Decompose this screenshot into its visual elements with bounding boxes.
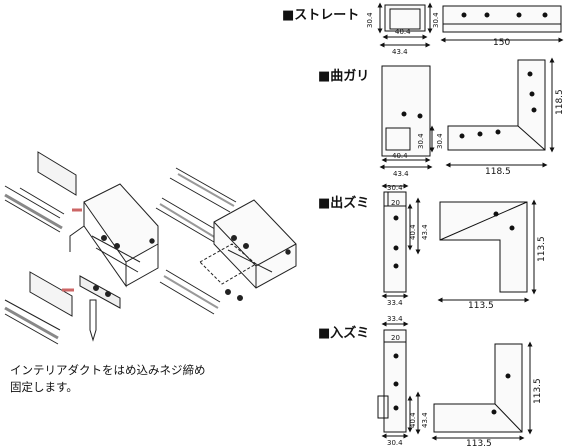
installation-illustration-right xyxy=(155,167,297,315)
inside-corner-diagram xyxy=(377,321,533,441)
inside-bottom-label: 30.4 xyxy=(387,439,403,447)
straight-title: ■ストレート xyxy=(282,8,360,23)
outside-top-label: 30.4 xyxy=(387,184,403,192)
inside-w-outer-label: 43.4 xyxy=(421,412,429,428)
installation-illustration-left xyxy=(4,151,159,345)
installation-caption: インテリアダクトをはめ込みネジ締め 固定します。 xyxy=(10,362,260,396)
caption-line-1: インテリアダクトをはめ込みネジ締め xyxy=(10,363,206,377)
caption-line-2: 固定します。 xyxy=(10,380,78,394)
inside-top-label: 33.4 xyxy=(387,315,403,323)
straight-diagram xyxy=(377,2,564,48)
inside-corner-title: ■入ズミ xyxy=(318,326,370,341)
inside-side-b-label: 113.5 xyxy=(533,378,543,404)
bend-w-outer-label: 43.4 xyxy=(393,170,409,178)
straight-h2-label: 30.4 xyxy=(432,12,440,28)
bend-h1-label: 30.4 xyxy=(417,133,425,149)
outside-corner-diagram xyxy=(381,183,537,303)
inside-inner-label: 20 xyxy=(391,334,400,342)
bend-diagram xyxy=(379,57,555,170)
outside-w-outer-label: 43.4 xyxy=(421,224,429,240)
bend-side-a-label: 118.5 xyxy=(485,167,511,177)
outside-side-b-label: 113.5 xyxy=(537,236,547,262)
straight-w-inner-label: 40.4 xyxy=(395,28,411,36)
outside-inner-label: 20 xyxy=(391,199,400,207)
bend-h2-label: 30.4 xyxy=(436,133,444,149)
outside-side-a-label: 113.5 xyxy=(468,301,494,311)
bend-w-inner-label: 40.4 xyxy=(392,152,408,160)
outside-w-inner-label: 40.4 xyxy=(409,224,417,240)
inside-w-inner-label: 40.4 xyxy=(409,412,417,428)
inside-side-a-label: 113.5 xyxy=(466,439,492,447)
outside-bottom-label: 33.4 xyxy=(387,299,403,307)
bend-title: ■曲ガリ xyxy=(318,69,370,84)
straight-w-outer-label: 43.4 xyxy=(392,48,408,56)
bend-side-b-label: 118.5 xyxy=(555,89,565,115)
straight-length-label: 150 xyxy=(493,38,510,48)
straight-h1-label: 30.4 xyxy=(366,12,374,28)
outside-corner-title: ■出ズミ xyxy=(318,196,370,211)
